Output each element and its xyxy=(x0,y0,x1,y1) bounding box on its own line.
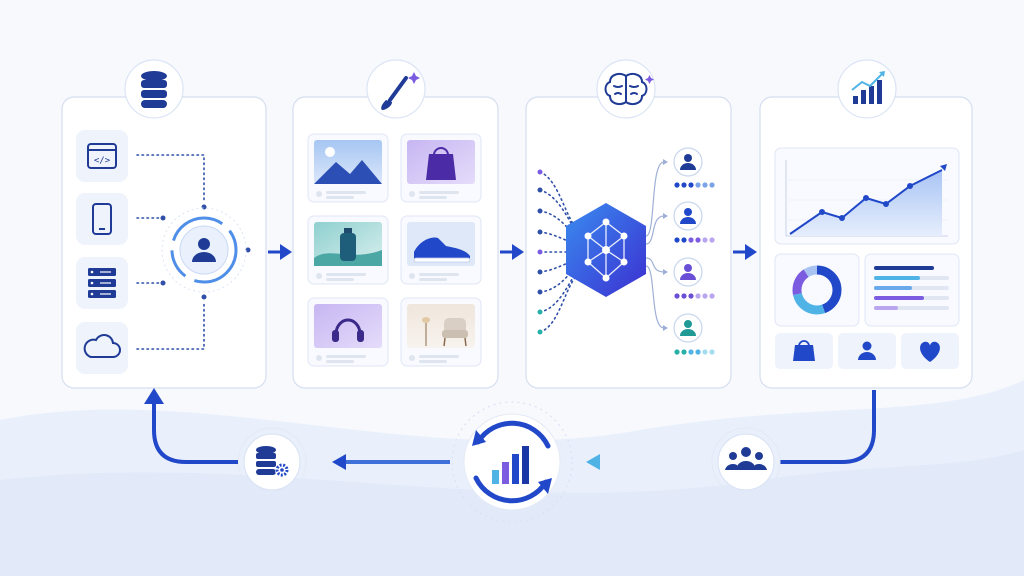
analytics-refresh-icon xyxy=(472,420,552,504)
user-profile-hub xyxy=(161,207,247,293)
sneaker-card xyxy=(400,215,482,285)
growth-chart-icon xyxy=(851,71,885,104)
flow-arrow-2 xyxy=(500,244,524,260)
user-profile-icon xyxy=(192,238,216,262)
analytics-refresh-badge xyxy=(451,401,573,523)
heart-tile xyxy=(901,333,959,369)
flow-arrow-1 xyxy=(268,244,292,260)
neural-network-icon xyxy=(566,203,646,297)
connector-1 xyxy=(136,154,205,201)
smartphone-icon xyxy=(92,203,112,235)
svg-text:</>: </> xyxy=(94,156,111,166)
users-group-icon xyxy=(725,447,767,470)
code-window-icon: </> xyxy=(87,143,117,169)
user-segment-4 xyxy=(673,313,715,355)
output-connectors xyxy=(645,161,665,329)
connector-4 xyxy=(136,301,205,350)
brain-icon xyxy=(604,73,648,105)
bar-list xyxy=(864,253,960,327)
line-chart xyxy=(774,147,960,245)
server-icon xyxy=(88,268,116,298)
cloud-icon xyxy=(83,334,121,358)
panel-data-sources: </> xyxy=(61,96,267,389)
smartphone-tile xyxy=(76,193,128,245)
growth-chart-badge xyxy=(837,59,897,119)
flow-arrow-3 xyxy=(733,244,757,260)
heart-icon xyxy=(920,341,940,362)
bag-tile xyxy=(775,333,833,369)
donut-chart xyxy=(774,253,860,327)
user-icon xyxy=(858,341,876,360)
server-tile xyxy=(76,257,128,309)
shopping-bag-card xyxy=(400,133,482,203)
bottle-card xyxy=(307,215,389,285)
headphones-card xyxy=(307,297,389,367)
database-settings-icon xyxy=(256,446,289,477)
bag-icon xyxy=(793,340,815,361)
feedback-loop xyxy=(144,388,876,523)
brain-badge xyxy=(596,59,656,119)
code-window-tile: </> xyxy=(76,130,128,182)
paintbrush-icon xyxy=(381,72,420,110)
user-tile xyxy=(838,333,896,369)
users-group-badge xyxy=(711,427,781,497)
database-badge xyxy=(124,59,184,119)
user-segment-2 xyxy=(673,201,715,243)
cloud-tile xyxy=(76,322,128,374)
panel-ai-modeling xyxy=(525,96,732,389)
database-settings-badge xyxy=(237,427,307,497)
armchair-card xyxy=(400,297,482,367)
landscape-card xyxy=(307,133,389,203)
user-segment-1 xyxy=(673,147,715,188)
panel-content-creation xyxy=(292,96,499,389)
user-segment-3 xyxy=(673,257,715,299)
paintbrush-badge xyxy=(366,59,426,119)
database-icon xyxy=(141,71,167,108)
panel-analytics xyxy=(759,96,973,389)
